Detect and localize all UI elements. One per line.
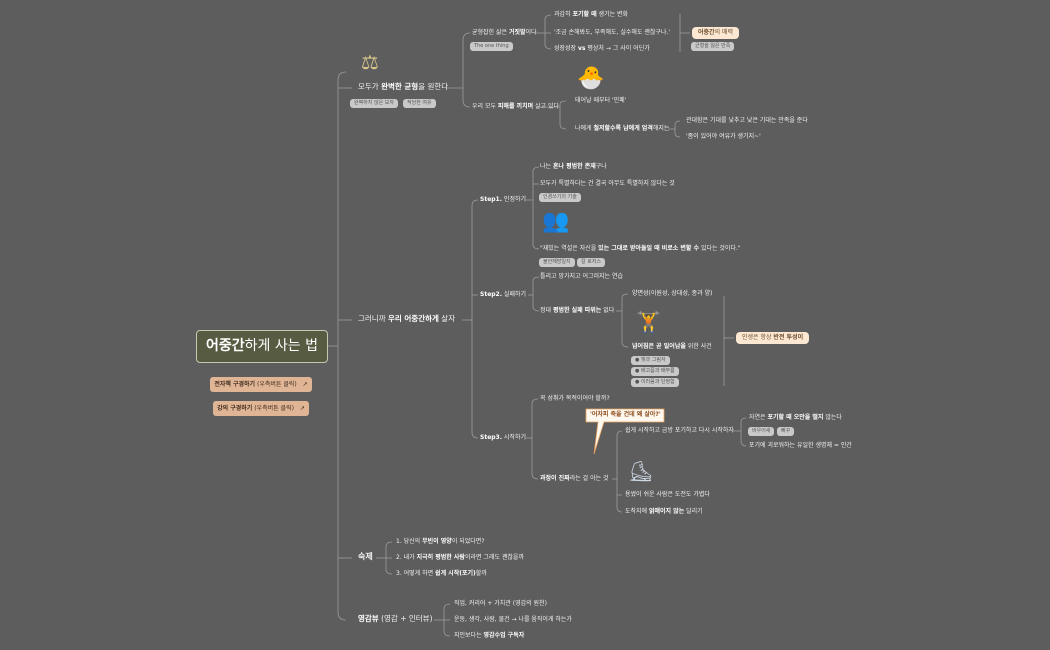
root-node: 어중간하게 사는 법 [196,330,328,363]
step1-tag: 인경쓰기의 기술 [539,193,581,202]
step3-g1: 쉽게 시작하고 금방 포기하고 다시 시작하자 [625,427,734,434]
weightlifter-icon: 🏋 [636,310,661,334]
ebook-link-label: 전자책 구경하기 [214,381,256,388]
b1-n2-c1: 태어날 때부터 '민폐' [575,97,627,104]
step2-box: 인생은 항상 반전 투성이 [736,332,810,344]
step1-quote-tag-1: 불안해방일지 [539,258,575,267]
b1-n2-g1: 관대함은 기대를 낮추고 낮은 기대는 만족을 준다 [686,117,808,124]
step3-c2: 과정이 진짜라는 걸 아는 것 [540,475,609,482]
step2-label: Step2. 실패하기 [480,291,527,298]
step2-c2: 정대 평범한 실패 따위는 없다 [540,307,615,314]
b1-n1-c2: '조금 손해봐도, 부족해도, 실수해도 괜찮구나.' [554,29,671,36]
external-link-icon: ↗ [299,405,305,412]
step2-bullet-3: ● 이러움과 단정함 [631,378,679,387]
hatching-chick-icon: 🐣 [577,66,605,91]
root-title-rest: 하게 사는 법 [244,338,318,354]
step2-c1: 틀리고 망가지고 어그러지는 연습 [540,273,624,280]
branch4-title: 영감뷰 (영감 + 인터뷰) [358,614,433,623]
step1-c2: 모두가 특별하다는 건 결국 아무도 특별하지 않다는 것 [540,180,675,187]
b4-c2: 운동, 생각, 사람, 물건 → 나를 움직이게 하는가 [454,616,572,623]
step3-gg-tag-1: 바우어새 [748,427,775,436]
ebook-link-hint: (우측버튼 클릭) [255,381,297,388]
scales-icon: ⚖ [361,50,379,74]
step3-gg-tag-2: 뻐꾸 [777,427,795,436]
b1-n1-tag: The one thing [470,42,513,51]
step3-gg1: 자연은 포기할 때 오만을 떨지 않는다 [749,414,842,421]
b1-n2: 우리 모두 피해를 끼치며 살고 있다 [472,103,560,110]
course-link-hint: (우측버튼 클릭) [252,405,294,412]
branch1-tag-2: 적당한 여유 [403,99,436,108]
step2-g2: 넘어짐은 곧 일어남을 위한 사건 [632,343,712,350]
ebook-link-button[interactable]: 전자책 구경하기 (우측버튼 클릭) ↗ [210,377,312,392]
b3-c1: 1. 당신의 무빈이 영양이 되었다면? [396,538,485,545]
external-link-icon: ↗ [302,381,308,388]
ice-skate-icon: ⛸ [628,459,654,483]
branch1-title: 모두가 완벽한 균형을 원한다 [358,82,449,91]
b1-n2-c2: 나에게 철저할수록 남에게 엄격해지는 [575,125,670,132]
b4-c1: 직업, 커리어 + 가치관 (영감의 원천) [454,600,547,607]
course-link-button[interactable]: 강의 구경하기 (우측버튼 클릭) ↗ [213,401,309,416]
step1-c1: 나는 흔나 평범한 존재구나 [540,163,607,170]
branch3-title: 숙제 [358,552,373,561]
step2-g1: 양면성(이원성, 상대성, 종과 양) [632,290,713,297]
b3-c3: 3. 어떻게 하면 쉽게 시작(포기)할까 [396,570,487,577]
b1-n1-c1: 과감히 포기할 때 생기는 변화 [554,11,629,18]
branch2-title: 그러니까 우리 어중간하게 살자 [358,314,456,323]
step3-c1: 꼭 성취가 목적이어야 할까? [540,395,610,402]
step1-quote-tag-2: 칼 로저스 [577,258,605,267]
step1-quote: "재밌는 역설은 자신을 있는 그대로 받아들일 때 비로소 변할 수 있다는 … [540,245,741,252]
step2-bullet-1: ● 빛과 그림자 [631,356,670,365]
step3-callout: '어차피 죽을 건데 왜 살아?' [590,411,661,418]
step3-gg2: 포기에 괴로워하는 유일한 생명체 = 인간 [749,442,852,449]
step1-label: Step1. 인정하기 [480,196,527,203]
root-title-bold: 어중간 [206,338,245,354]
b4-c3: 지인보다는 영감수업 구독자 [454,632,525,639]
step3-g3: 도착지에 얽매이지 않는 달리기 [625,508,703,515]
b1-n1-box: 어중간의 매력 [692,27,740,39]
branch1-tag-1: 완벽하지 않은 보자 [350,99,398,108]
b3-c2: 2. 내가 지극히 평범한 사람이라면 그래도 괜찮을까 [396,554,524,561]
step3-g2: 용썼이 쉬운 사람은 도전도 가볍다 [625,491,710,498]
b1-n1: 균형잡힌 삶은 거짓말이다 [472,29,537,36]
people-icon: 👥 [542,209,570,234]
b1-n1-c3: 성장성장 vs 평상처 → 그 사이 어딘가 [554,45,650,52]
b1-n1-box-tag: 균형을 잃은 만족 [691,42,735,51]
b1-n2-g2: '좀이 있어야 여유가 생기지~' [686,133,761,140]
step2-bullet-2: ● 배고픔과 배부름 [631,367,679,376]
step3-label: Step3. 시작하기 [480,434,527,441]
course-link-label: 강의 구경하기 [217,405,253,412]
